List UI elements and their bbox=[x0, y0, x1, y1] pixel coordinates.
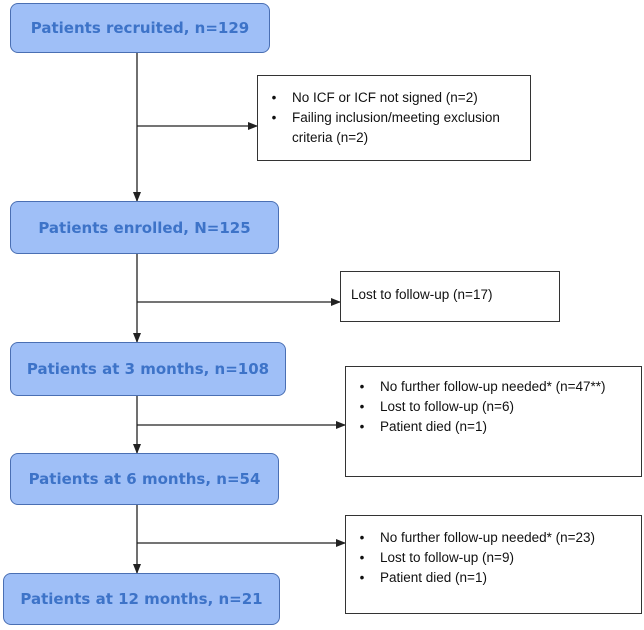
bullet-icon: • bbox=[359, 419, 365, 434]
stage-enrolled: Patients enrolled, N=125 bbox=[10, 201, 279, 254]
exclusion-item: •No further follow-up needed* (n=47**) bbox=[346, 377, 635, 397]
exclusion-box-recruitment: •No ICF or ICF not signed (n=2) •Failing… bbox=[257, 75, 531, 161]
exclusion-item: •No further follow-up needed* (n=23) bbox=[346, 528, 637, 548]
bullet-icon: • bbox=[271, 90, 277, 105]
exclusion-item: •Patient died (n=1) bbox=[346, 417, 635, 437]
bullet-icon: • bbox=[359, 530, 365, 545]
exclusion-box-3-months: •No further follow-up needed* (n=47**) •… bbox=[345, 366, 642, 477]
exclusion-item: •No ICF or ICF not signed (n=2) bbox=[258, 88, 524, 108]
bullet-icon: • bbox=[359, 570, 365, 585]
exclusion-box-6-months: •No further follow-up needed* (n=23) •Lo… bbox=[345, 515, 642, 614]
stage-label: Patients enrolled, N=125 bbox=[38, 218, 251, 237]
stage-12-months: Patients at 12 months, n=21 bbox=[3, 573, 280, 625]
stage-label: Patients recruited, n=129 bbox=[30, 19, 250, 37]
bullet-icon: • bbox=[359, 379, 365, 394]
bullet-icon: • bbox=[359, 550, 365, 565]
stage-label: Patients at 12 months, n=21 bbox=[20, 590, 263, 608]
stage-recruited: Patients recruited, n=129 bbox=[10, 3, 270, 53]
bullet-icon: • bbox=[359, 399, 365, 414]
stage-label: Patients at 6 months, n=54 bbox=[28, 470, 261, 488]
exclusion-text: Lost to follow-up (n=17) bbox=[351, 287, 493, 302]
exclusion-item: •Lost to follow-up (n=9) bbox=[346, 548, 637, 568]
exclusion-box-enrollment: Lost to follow-up (n=17) bbox=[340, 271, 560, 322]
bullet-icon: • bbox=[271, 110, 277, 125]
exclusion-item: •Failing inclusion/meeting exclusion cri… bbox=[258, 108, 524, 148]
stage-3-months: Patients at 3 months, n=108 bbox=[10, 342, 286, 396]
exclusion-item: •Lost to follow-up (n=6) bbox=[346, 397, 635, 417]
exclusion-item: •Patient died (n=1) bbox=[346, 568, 637, 588]
stage-label: Patients at 3 months, n=108 bbox=[26, 360, 270, 378]
stage-6-months: Patients at 6 months, n=54 bbox=[10, 453, 279, 505]
